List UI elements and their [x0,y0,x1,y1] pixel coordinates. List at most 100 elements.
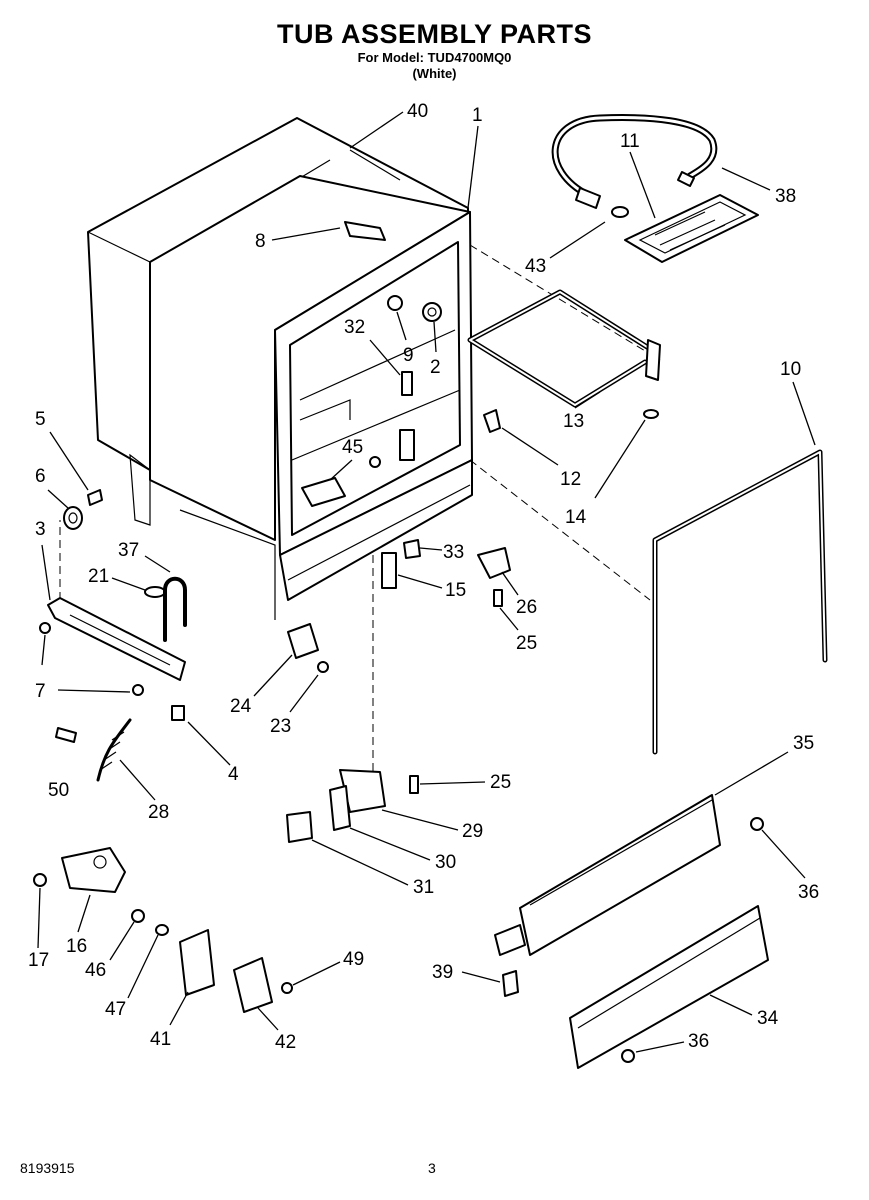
callout-34: 34 [757,1008,779,1029]
part-8-clip [344,221,386,241]
callout-29: 29 [462,821,483,842]
heating-element-and-frame [467,289,828,755]
part-36a-screw [750,817,764,831]
part-21-clamp [144,586,166,598]
callout-13: 13 [563,411,584,432]
part-37-hose [163,576,187,642]
callout-2: 2 [430,357,441,378]
part-50-label [55,727,77,743]
part-28-spring [96,718,132,782]
callout-37: 37 [118,540,139,561]
callout-26: 26 [516,597,537,618]
part-9-screw [387,295,403,311]
callout-15: 15 [445,580,466,601]
part-3-rail [47,597,186,681]
callout-41: 41 [150,1029,171,1050]
part-12-clip [483,409,501,433]
callout-30: 30 [435,852,456,873]
part-4-foot [171,705,185,721]
callout-35: 35 [793,733,814,754]
part-45-plate [301,477,346,507]
part-25a-screw [493,589,503,607]
page-header: TUB ASSEMBLY PARTS For Model: TUD4700MQ0… [0,18,869,82]
part-11-tray [624,194,759,263]
model-line: For Model: TUD4700MQ0 [357,50,512,65]
color-variant: (White) [412,66,457,81]
drain-hose-and-tray [551,114,759,263]
part-41-bracket [179,929,215,996]
callout-40: 40 [407,101,428,122]
callout-4: 4 [228,764,239,785]
callout-7: 7 [35,681,46,702]
callout-38: 38 [775,186,796,207]
callout-49: 49 [343,949,364,970]
part-42-shield [233,957,273,1013]
tub-assembly [59,117,661,620]
part-33-nut [403,539,421,559]
tub-small-parts [301,221,442,507]
part-24-switch [287,623,319,659]
callout-36a: 36 [798,882,819,903]
part-35-toe-panel [519,794,721,956]
part-47-washer [155,924,169,936]
callout-17: 17 [28,950,49,971]
callout-1: 1 [472,105,483,126]
callout-25a: 25 [516,633,537,654]
part-23-screw [317,661,329,673]
callout-12: 12 [560,469,581,490]
part-25b-screw [409,775,419,794]
part-46-screw [131,909,145,923]
part-31-cover [286,811,313,843]
callout-46: 46 [85,960,106,981]
callout-11: 11 [620,131,640,152]
part-15-leg [381,552,397,589]
toe-panels [494,794,769,1069]
callout-45: 45 [342,437,363,458]
part-30-lever [329,785,351,831]
callout-47: 47 [105,999,126,1020]
callout-14: 14 [565,507,587,528]
callout-32: 32 [344,317,365,338]
part-7-screw-b [132,684,144,696]
callout-labels: 40 1 11 38 8 43 9 2 32 10 5 13 12 45 6 1… [28,101,819,1053]
part-36b-screw [621,1049,635,1063]
callout-31: 31 [413,877,434,898]
callout-21: 21 [88,566,109,587]
callout-23: 23 [270,716,291,737]
callout-42: 42 [275,1032,296,1053]
callout-36b: 36 [688,1031,709,1052]
callout-43: 43 [525,256,546,277]
left-side-parts [39,489,187,782]
callout-24: 24 [230,696,252,717]
callout-39: 39 [432,962,453,983]
document-number: 8193915 [20,1160,75,1176]
part-39-clip [502,970,519,997]
callout-6: 6 [35,466,46,487]
part-6-grommet [63,506,83,530]
part-16-valve [61,847,126,893]
callout-3: 3 [35,519,46,540]
callout-33: 33 [443,542,464,563]
callout-10: 10 [780,359,801,380]
part-49-screw [281,982,293,994]
page-title: TUB ASSEMBLY PARTS [276,19,593,49]
part-34-kick-plate [569,905,769,1069]
callout-9: 9 [403,345,414,366]
part-7-screw-a [39,622,51,634]
callout-50: 50 [48,780,69,801]
callout-16: 16 [66,936,87,957]
callout-28: 28 [148,802,169,823]
part-17-screw [33,873,47,887]
callout-5: 5 [35,409,46,430]
part-26-latch [477,547,511,579]
part-32-fill [401,371,413,396]
center-lower-parts [287,539,511,673]
lower-left-parts [33,847,293,1013]
latch-assembly [286,555,419,843]
part-2-wash-arm-nut [422,302,442,322]
page-number: 3 [428,1160,436,1176]
callout-8: 8 [255,231,266,252]
part-5-screw [87,489,103,506]
part-14-washer [643,409,659,419]
